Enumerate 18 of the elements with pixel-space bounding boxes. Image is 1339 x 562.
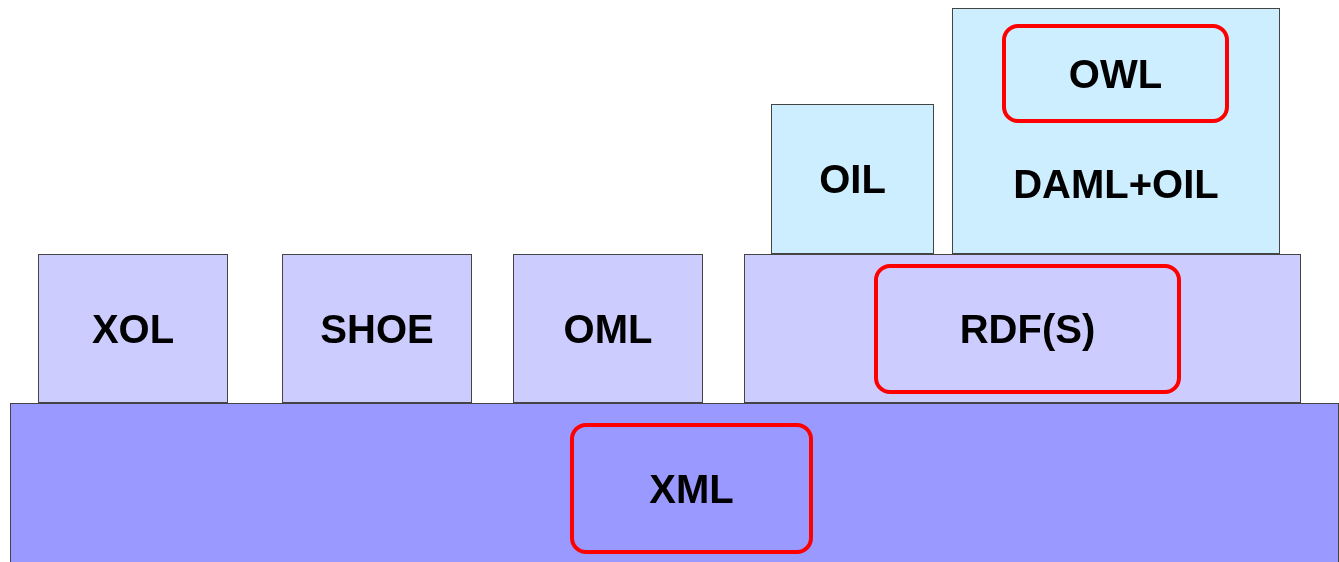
layer-box bbox=[513, 254, 703, 403]
layer-label: OIL bbox=[819, 159, 886, 199]
layer-box bbox=[38, 254, 228, 403]
layer-label: XML bbox=[649, 468, 734, 509]
layer-box bbox=[744, 254, 1301, 403]
highlight-frame bbox=[874, 264, 1181, 394]
layer-label: OWL bbox=[1068, 53, 1163, 94]
layer-box bbox=[771, 104, 934, 254]
layer-label: RDF(S) bbox=[959, 309, 1096, 349]
layer-label: SHOE bbox=[320, 308, 434, 349]
layer-box bbox=[952, 8, 1280, 254]
layer-label: DAML+OIL bbox=[1012, 164, 1220, 204]
layer-box bbox=[282, 254, 472, 403]
highlight-frame bbox=[1002, 24, 1229, 123]
highlight-frame bbox=[570, 423, 813, 554]
layer-label: XOL bbox=[91, 308, 175, 349]
layer-box bbox=[10, 403, 1339, 562]
layer-label: OML bbox=[563, 308, 653, 349]
